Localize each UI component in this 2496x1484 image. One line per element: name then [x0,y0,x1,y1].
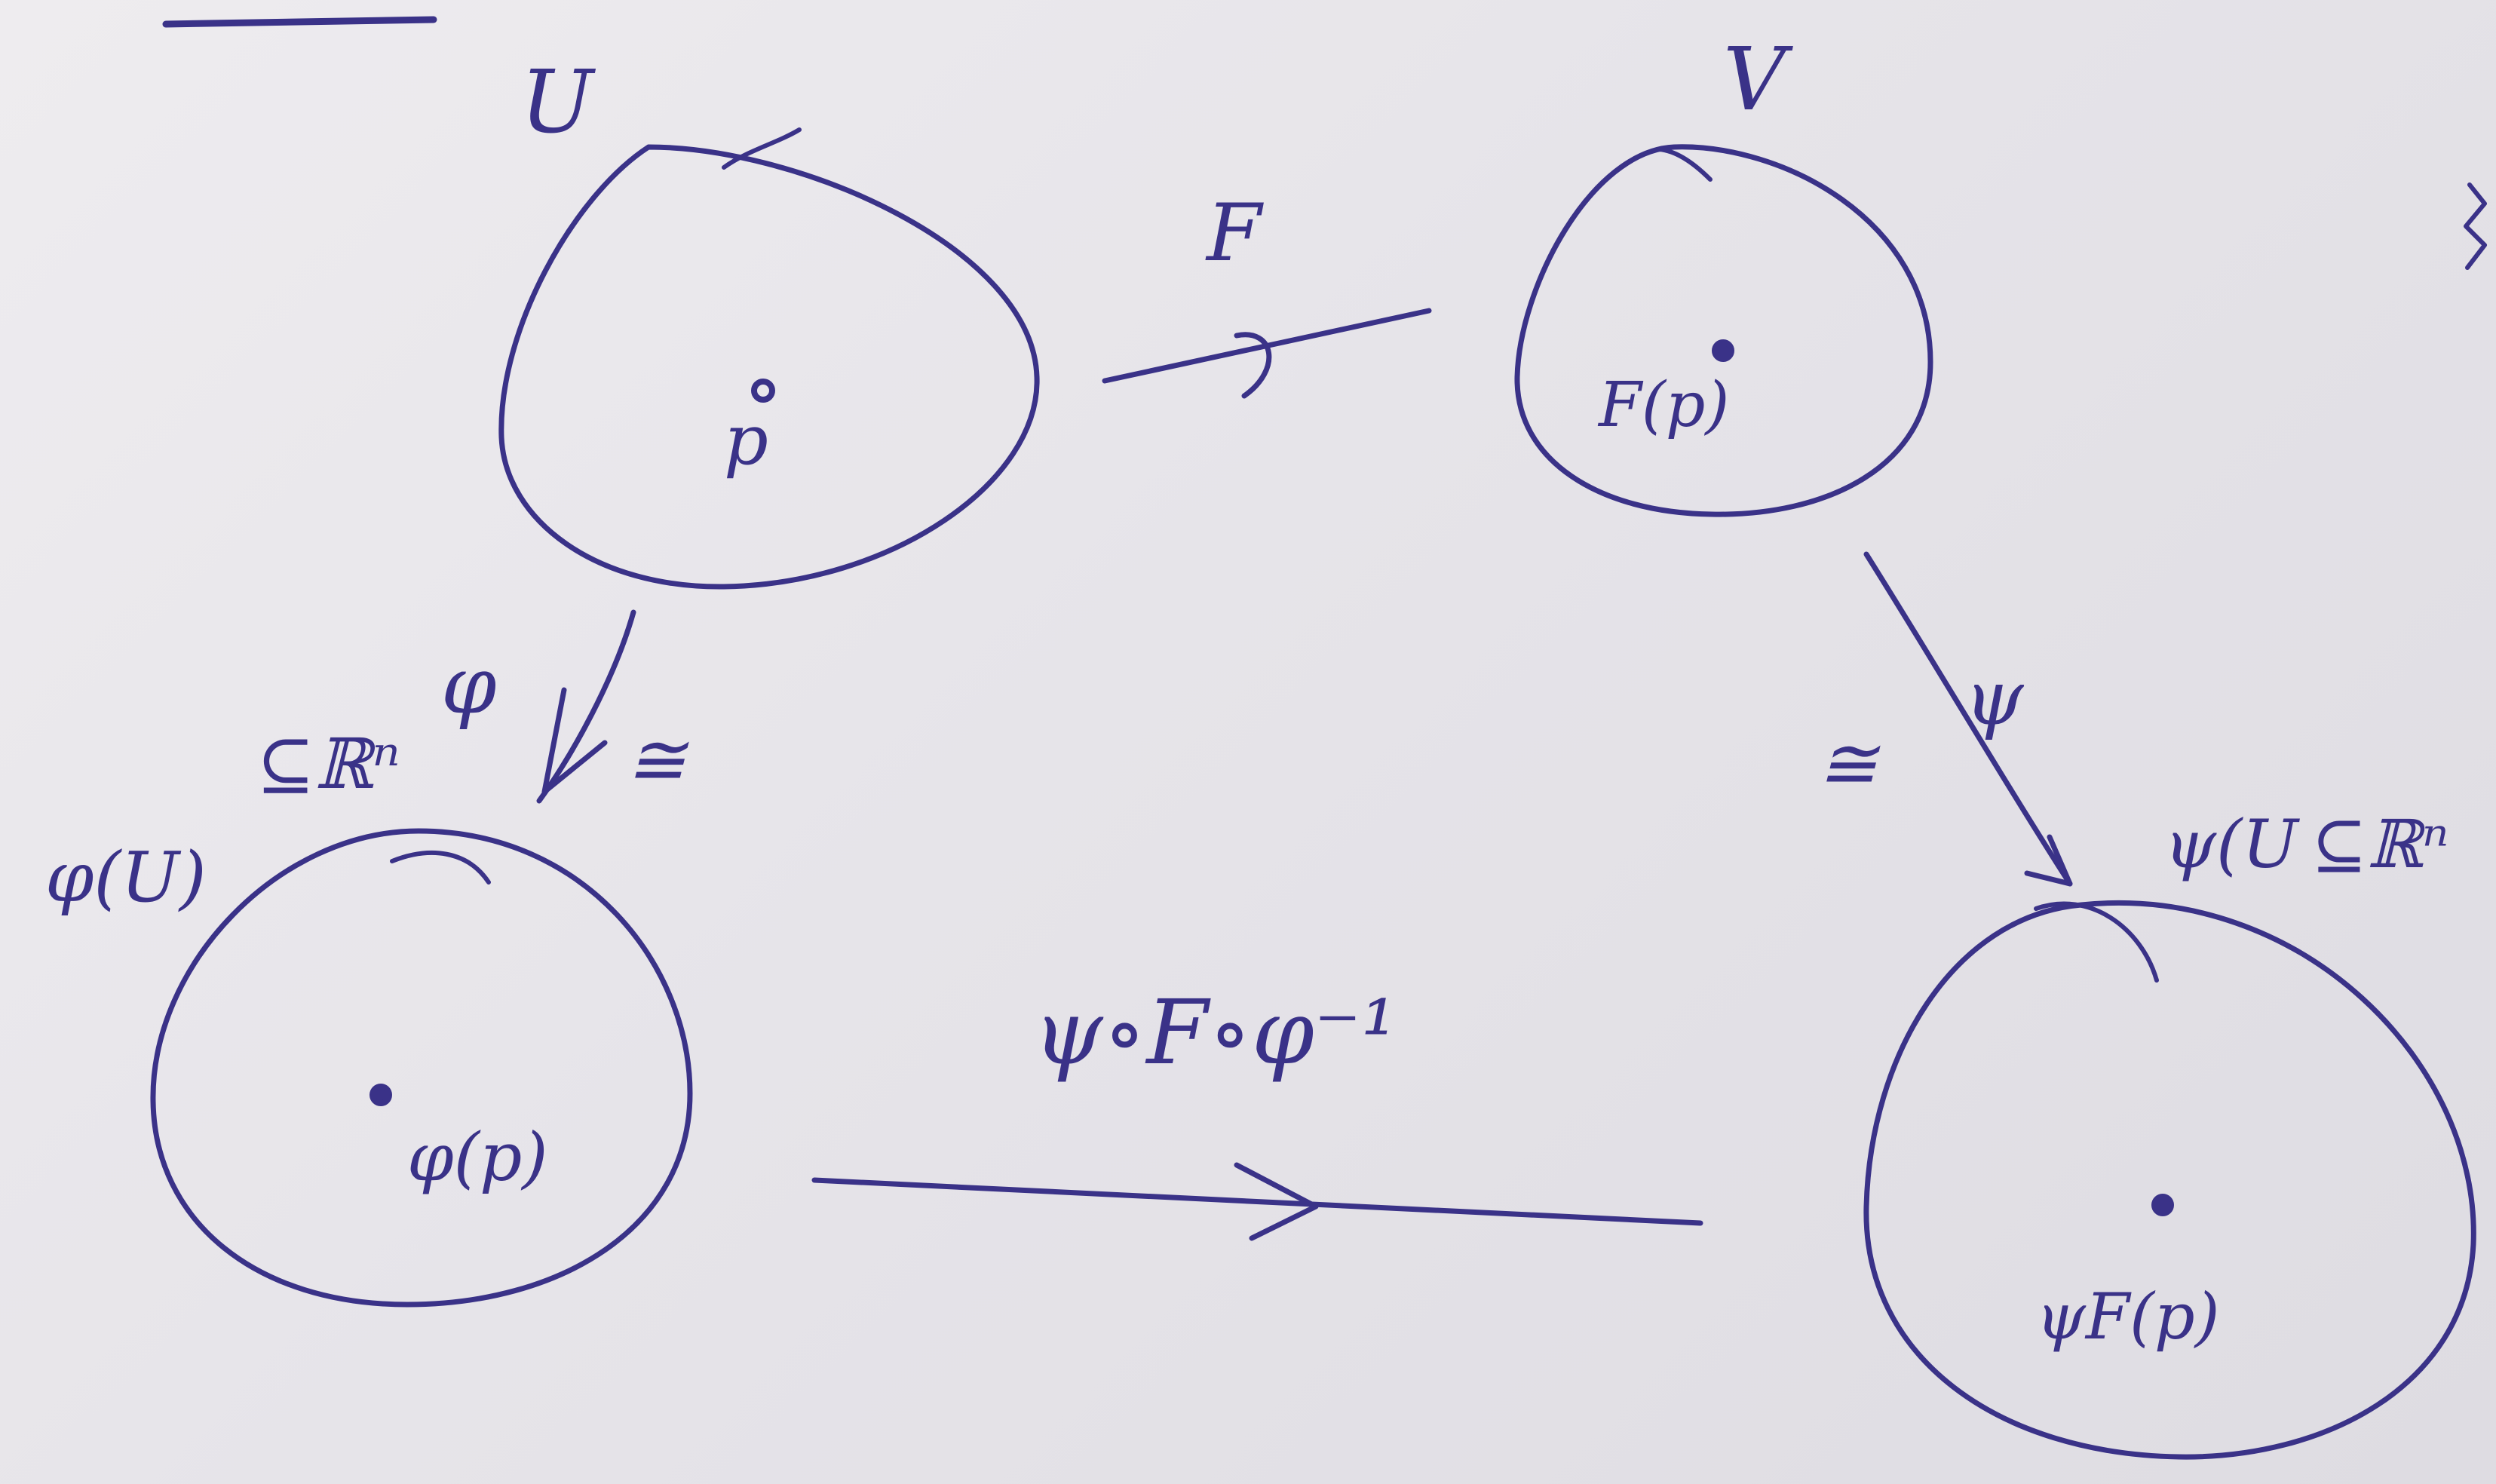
set-phi-u-label: φ(U) [45,837,207,918]
map-psi-arrow-head [2024,834,2073,887]
set-u-outline [498,144,1040,590]
point-psi-fp-label: ψF(p) [2036,1280,2219,1354]
point-phi-p-label: φ(p) [407,1118,548,1196]
map-psi-arrow-shaft [1863,551,2073,887]
set-psi-u-subset: ⊆ℝⁿ [2311,805,2449,883]
set-u-flourish [722,127,802,170]
map-psi: ψ ≅ [1817,551,2073,887]
set-psi-u-outline [1863,900,2476,1460]
set-u: U p [498,52,1040,590]
set-psi-u: ψ(U ⊆ℝⁿ ψF(p) [1863,805,2476,1460]
set-v-outline [1514,144,1933,517]
map-phi-arrow-head [541,687,608,795]
point-phi-p-dot [369,1084,392,1106]
set-phi-u-flourish [390,851,491,885]
set-phi-u: φ(U) ⊆ℝⁿ φ(p) [45,724,693,1308]
set-phi-u-subset: ⊆ℝⁿ [256,724,400,805]
map-psi-iso: ≅ [1817,722,1881,805]
point-fp-label: F(p) [1597,369,1729,441]
point-p-label: p [724,400,768,480]
map-f-label: F [1205,187,1264,279]
map-f-arrow-head [1234,332,1272,399]
map-phi-iso: ≅ [626,719,689,802]
map-phi: φ ≅ [441,609,689,804]
point-p-dot [751,379,775,403]
set-phi-u-outline [150,828,693,1308]
set-v-flourish [1657,147,1713,182]
set-psi-u-flourish [2034,901,2159,983]
map-composite: ψ∘F∘φ⁻¹ [811,980,1703,1241]
map-phi-arrow-shaft [536,609,636,804]
map-composite-arrow-shaft [811,1177,1703,1226]
map-composite-label: ψ∘F∘φ⁻¹ [1033,980,1397,1084]
top-edge-stroke [162,16,437,28]
set-v-label: V [1723,29,1793,130]
point-fp-dot [1712,339,1734,362]
map-f: F [1102,187,1432,399]
set-psi-u-label: ψ(U [2164,805,2300,883]
map-composite-arrow-head [1234,1162,1319,1241]
map-phi-label: φ [441,639,497,731]
set-u-label: U [520,52,596,153]
map-psi-label: ψ [1964,654,2025,742]
point-psi-fp-dot [2151,1194,2174,1216]
set-v: V F(p) [1514,29,1933,517]
right-margin-scribble [2464,182,2487,270]
